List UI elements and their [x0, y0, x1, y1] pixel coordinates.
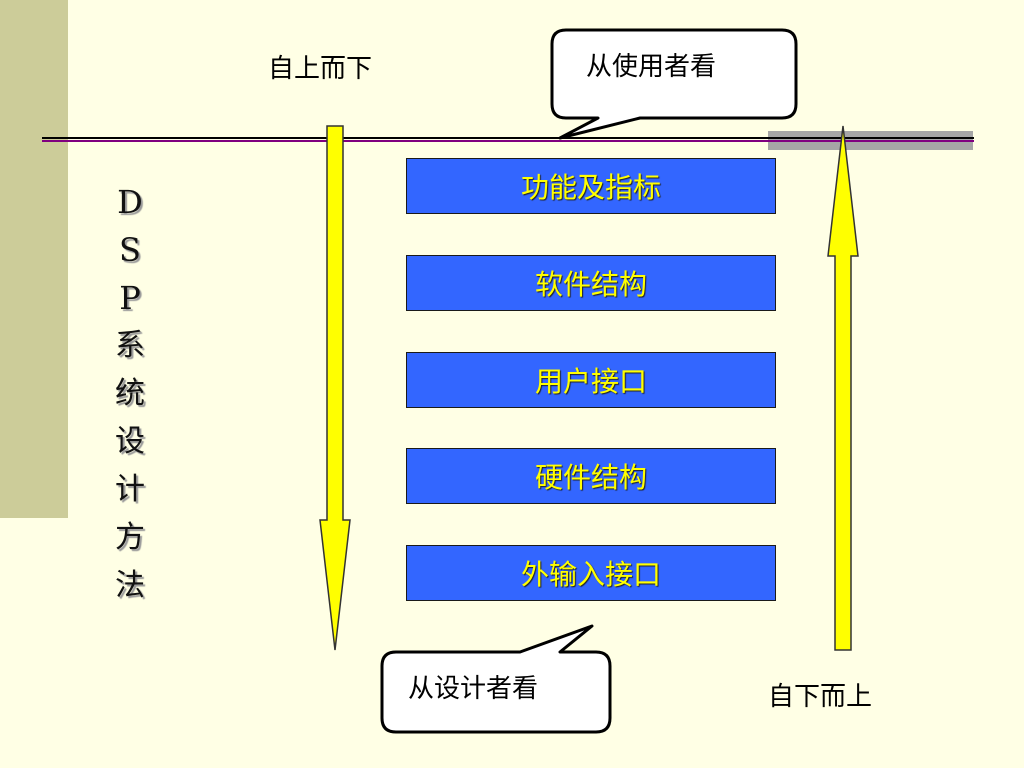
vertical-title-char: S — [119, 231, 141, 269]
bottom-up-arrow — [827, 125, 859, 651]
layer-box-software: 软件结构 — [406, 255, 776, 311]
left-decor-strip — [0, 0, 68, 518]
vertical-title-char: D — [117, 183, 143, 221]
layer-box-external-input: 外输入接口 — [406, 545, 776, 601]
horizontal-rule — [42, 137, 974, 139]
bottom-up-label: 自下而上 — [768, 682, 873, 712]
vertical-title-char: 计 — [115, 472, 145, 507]
horizontal-rule-accent — [42, 140, 974, 142]
vertical-title-char: 方 — [115, 520, 145, 555]
callout-designer-bubble — [380, 624, 612, 734]
vertical-title-char: P — [119, 279, 141, 317]
vertical-title: D S P 系 统 设 计 方 法 — [100, 178, 160, 610]
callout-user-bubble — [550, 28, 798, 140]
callout-user-text: 从使用者看 — [586, 52, 717, 82]
vertical-title-char: 设 — [115, 424, 145, 459]
vertical-title-char: 法 — [115, 568, 145, 603]
callout-designer-text: 从设计者看 — [408, 674, 539, 704]
top-down-label: 自上而下 — [268, 54, 373, 84]
layer-box-user-interface: 用户接口 — [406, 352, 776, 408]
vertical-title-char: 系 — [115, 328, 145, 363]
layer-box-function: 功能及指标 — [406, 158, 776, 214]
layer-box-hardware: 硬件结构 — [406, 448, 776, 504]
top-down-arrow — [319, 125, 351, 651]
vertical-title-char: 统 — [115, 376, 145, 411]
